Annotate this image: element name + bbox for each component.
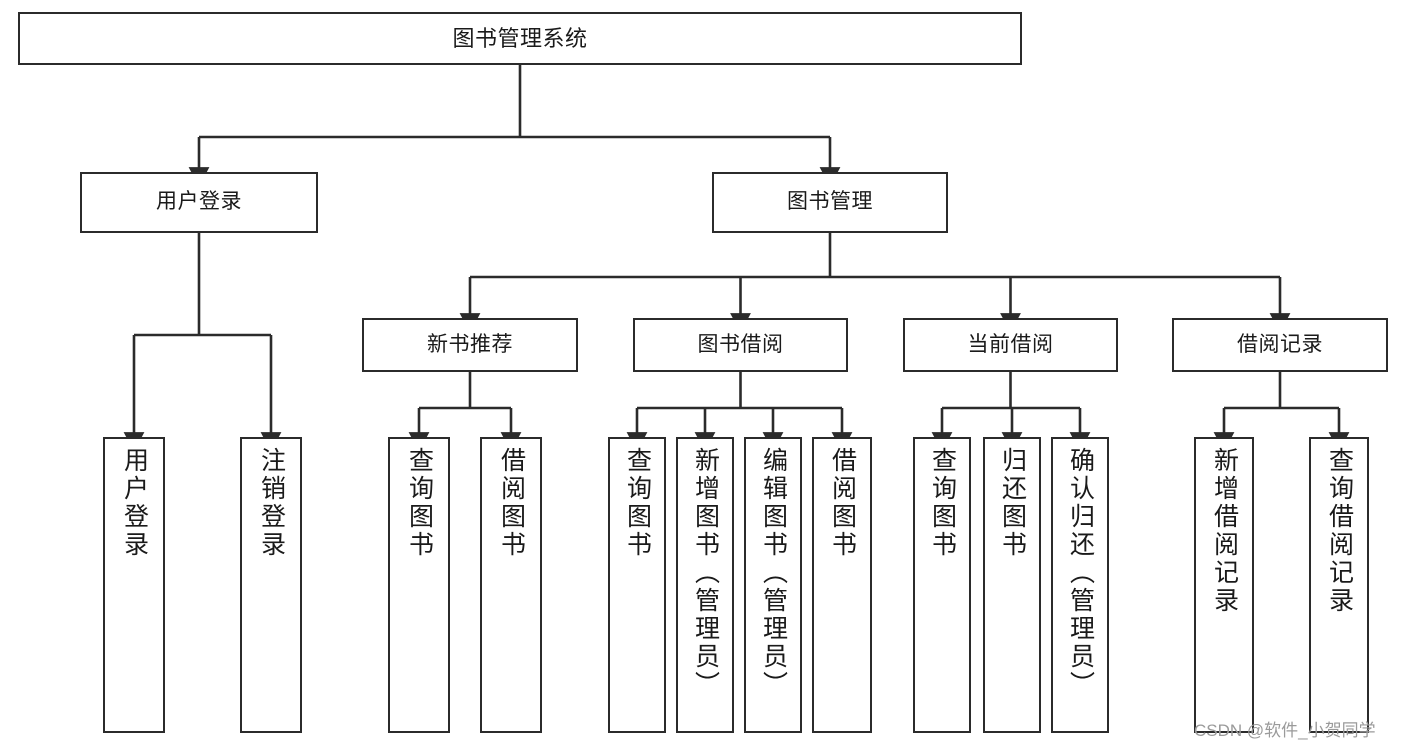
node-current[interactable]: 当前借阅 <box>903 318 1118 372</box>
node-label: 当前借阅 <box>967 332 1054 356</box>
node-leaf13[interactable]: 查询借阅记录 <box>1309 437 1369 733</box>
node-label: 图书管理 <box>787 190 873 214</box>
watermark: CSDN @软件_小贺同学 <box>1194 721 1376 740</box>
node-records[interactable]: 借阅记录 <box>1172 318 1388 372</box>
node-label: 图书借阅 <box>697 332 784 356</box>
node-label: 用户登录 <box>120 447 149 559</box>
node-leaf8[interactable]: 借阅图书 <box>812 437 872 733</box>
node-label: 借阅记录 <box>1237 332 1323 356</box>
node-leaf3[interactable]: 查询图书 <box>388 437 450 733</box>
node-leaf6[interactable]: 新增图书（管理员） <box>676 437 734 733</box>
node-leaf9[interactable]: 查询图书 <box>913 437 971 733</box>
node-label: 查询图书 <box>405 447 434 559</box>
node-label: 用户登录 <box>156 190 242 214</box>
node-label: 归还图书 <box>998 447 1027 559</box>
node-leaf5[interactable]: 查询图书 <box>608 437 666 733</box>
node-leaf12[interactable]: 新增借阅记录 <box>1194 437 1254 733</box>
node-label: 查询图书 <box>623 447 652 559</box>
node-label: 新增借阅记录 <box>1210 447 1239 615</box>
node-label: 查询图书 <box>928 447 957 559</box>
node-newbook[interactable]: 新书推荐 <box>362 318 578 372</box>
node-label: 新增图书（管理员） <box>691 447 720 699</box>
node-label: 确认归还（管理员） <box>1066 447 1095 699</box>
node-label: 编辑图书（管理员） <box>759 447 788 699</box>
node-label: 注销登录 <box>257 447 286 559</box>
node-leaf7[interactable]: 编辑图书（管理员） <box>744 437 802 733</box>
node-leaf1[interactable]: 用户登录 <box>103 437 165 733</box>
node-leaf4[interactable]: 借阅图书 <box>480 437 542 733</box>
node-bookmgmt[interactable]: 图书管理 <box>712 172 948 233</box>
node-leaf11[interactable]: 确认归还（管理员） <box>1051 437 1109 733</box>
node-login[interactable]: 用户登录 <box>80 172 318 233</box>
node-leaf10[interactable]: 归还图书 <box>983 437 1041 733</box>
node-label: 借阅图书 <box>828 447 857 559</box>
node-root[interactable]: 图书管理系统 <box>18 12 1022 65</box>
node-label: 图书管理系统 <box>452 25 588 51</box>
node-label: 查询借阅记录 <box>1325 447 1354 615</box>
node-leaf2[interactable]: 注销登录 <box>240 437 302 733</box>
node-borrow[interactable]: 图书借阅 <box>633 318 848 372</box>
node-label: 新书推荐 <box>427 332 513 356</box>
node-label: 借阅图书 <box>497 447 526 559</box>
